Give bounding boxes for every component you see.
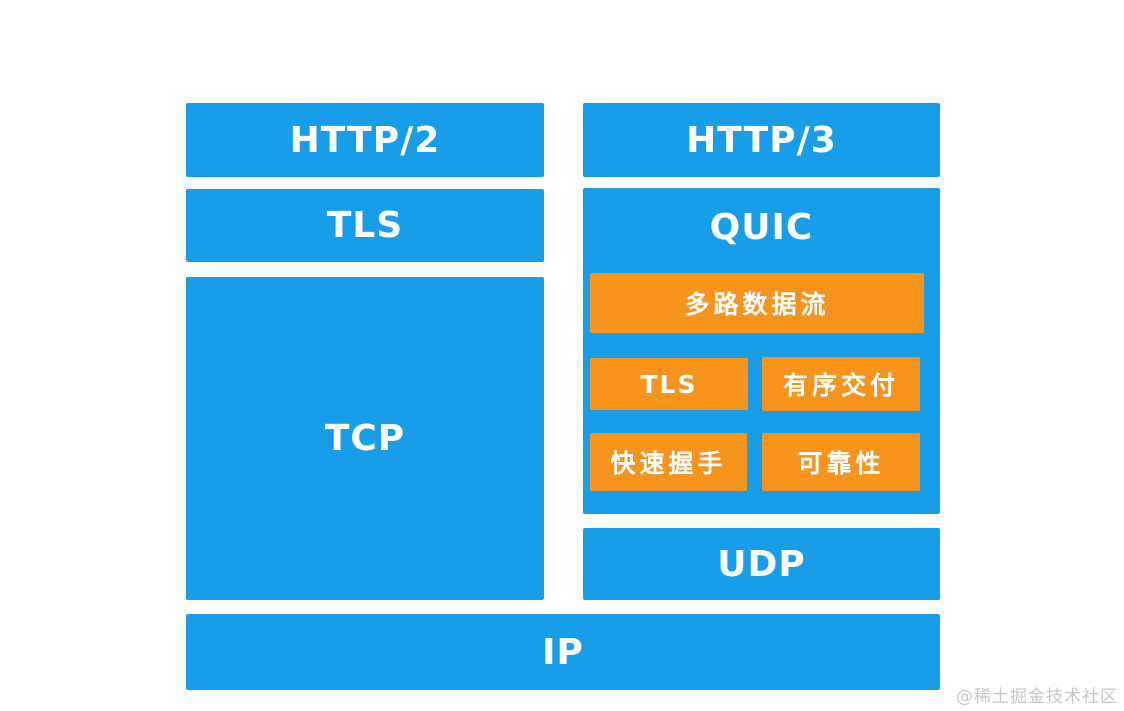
quic-block-label: QUIC: [709, 206, 814, 248]
ip-block: IP: [186, 614, 940, 690]
watermark-text: @稀土掘金技术社区: [956, 687, 1118, 707]
quic-feature-tls: TLS: [590, 358, 748, 410]
quic-feature-multiplex: 多路数据流: [590, 273, 924, 333]
tls-block: TLS: [186, 189, 544, 262]
quic-feature-fast-handshake: 快速握手: [590, 433, 747, 491]
http3-block: HTTP/3: [583, 103, 940, 177]
quic-feature-ordered-delivery: 有序交付: [762, 357, 920, 411]
udp-block: UDP: [583, 528, 940, 600]
http2-block: HTTP/2: [186, 103, 544, 177]
tcp-block: TCP: [186, 277, 544, 600]
quic-feature-reliability: 可靠性: [762, 433, 920, 491]
